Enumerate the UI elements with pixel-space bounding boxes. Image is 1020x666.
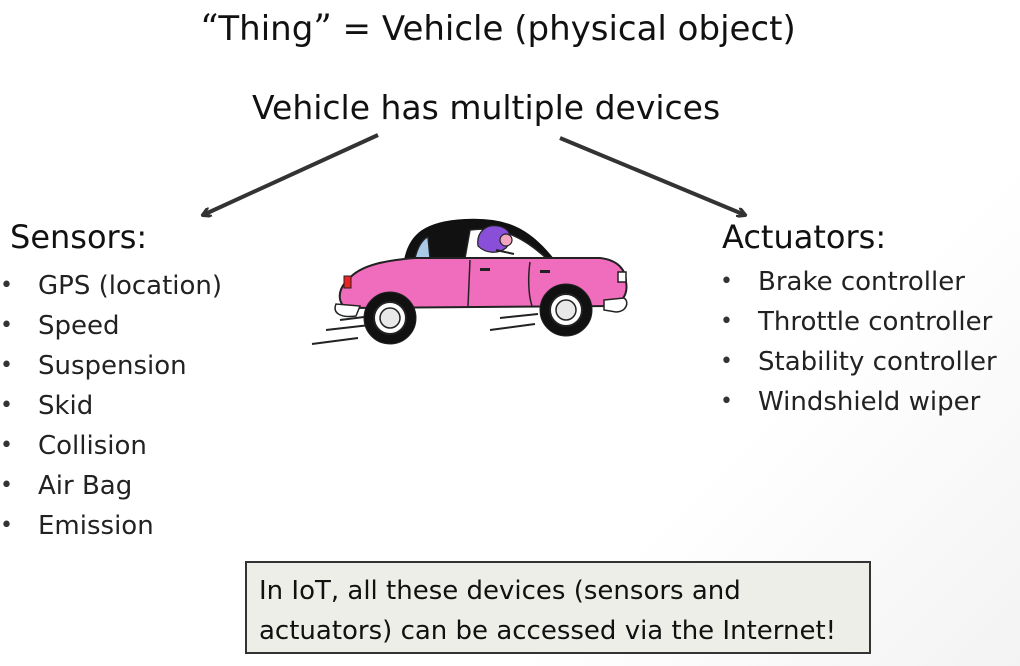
list-item: Suspension [0,346,222,386]
open-quote: “ [200,8,219,49]
list-item: GPS (location) [0,266,222,306]
list-item: Air Bag [0,466,222,506]
title-rest: = Vehicle (physical object) [331,9,796,49]
list-item: Stability controller [720,342,997,382]
tail-light [343,275,352,289]
sensors-heading: Sensors: [10,218,148,256]
iot-note-box: In IoT, all these devices (sensors and a… [245,561,871,654]
title-thing: Thing [218,9,314,49]
list-item: Emission [0,506,222,546]
rear-wheel [363,291,417,345]
car-illustration [311,218,628,345]
driver [477,225,515,255]
list-item: Throttle controller [720,302,997,342]
left-arrow [203,133,379,215]
list-item: Brake controller [720,262,997,302]
speed-lines [311,313,539,345]
slide-title: “Thing” = Vehicle (physical object) [200,8,796,49]
close-quote: ” [313,8,332,49]
car-window-rear [414,236,431,259]
note-line-1: In IoT, all these devices (sensors and [259,576,741,606]
right-arrow [559,136,745,215]
list-item: Speed [0,306,222,346]
subtitle: Vehicle has multiple devices [252,88,721,127]
front-wheel [539,283,593,337]
sensors-list: GPS (location) Speed Suspension Skid Col… [0,266,222,546]
actuators-list: Brake controller Throttle controller Sta… [720,262,997,422]
list-item: Collision [0,426,222,466]
list-item: Skid [0,386,222,426]
actuators-heading: Actuators: [722,218,887,256]
note-line-2: actuators) can be accessed via the Inter… [259,616,837,646]
list-item: Windshield wiper [720,382,997,422]
